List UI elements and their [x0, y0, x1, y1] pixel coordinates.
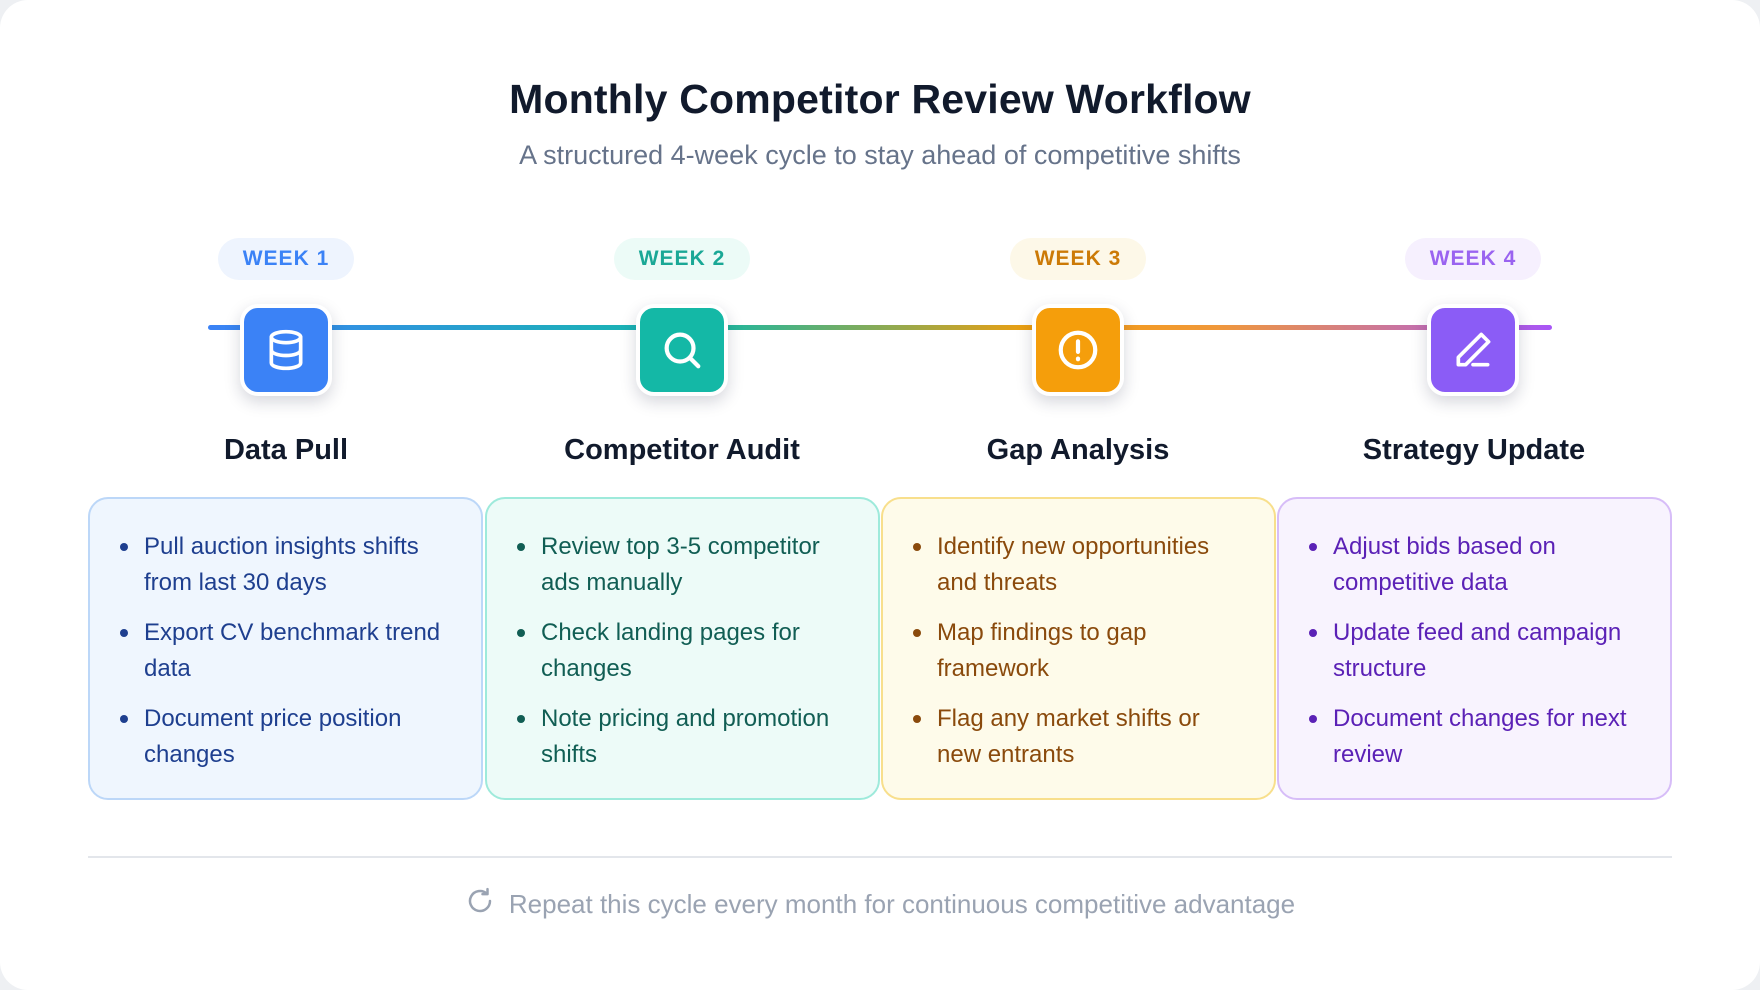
- step-title-strategy-update: Strategy Update: [1362, 434, 1586, 466]
- list-item: Review top 3-5 competitor ads manually: [517, 529, 854, 601]
- list-item: Note pricing and promotion shifts: [517, 701, 854, 773]
- week-badge-4: WEEK 4: [1405, 238, 1541, 280]
- panel-week-3: Identify new opportunities and threats M…: [881, 497, 1276, 800]
- refresh-icon: [465, 886, 495, 923]
- footer-text: Repeat this cycle every month for contin…: [508, 889, 1296, 919]
- week-badge-2: WEEK 2: [614, 238, 750, 280]
- week-badge-1: WEEK 1: [218, 238, 354, 280]
- timeline-connector: [208, 325, 1552, 330]
- alert-circle-icon: [1032, 304, 1124, 396]
- step-title-data-pull: Data Pull: [223, 434, 349, 466]
- list-item: Adjust bids based on competitive data: [1309, 529, 1646, 601]
- page-title: Monthly Competitor Review Workflow: [509, 76, 1251, 122]
- database-icon: [240, 304, 332, 396]
- list-item: Pull auction insights shifts from last 3…: [120, 529, 457, 601]
- panel-week-1: Pull auction insights shifts from last 3…: [88, 497, 483, 800]
- panel-week-2: Review top 3-5 competitor ads manually C…: [485, 497, 880, 800]
- list-item: Flag any market shifts or new entrants: [913, 701, 1250, 773]
- list-item: Check landing pages for changes: [517, 615, 854, 687]
- list-item: Export CV benchmark trend data: [120, 615, 457, 687]
- page-subtitle: A structured 4-week cycle to stay ahead …: [519, 140, 1241, 170]
- footer-note: Repeat this cycle every month for contin…: [0, 886, 1760, 923]
- step-title-competitor-audit: Competitor Audit: [564, 434, 800, 466]
- pencil-icon: [1427, 304, 1519, 396]
- list-item: Map findings to gap framework: [913, 615, 1250, 687]
- step-title-gap-analysis: Gap Analysis: [986, 434, 1170, 466]
- search-icon: [636, 304, 728, 396]
- panel-week-4: Adjust bids based on competitive data Up…: [1277, 497, 1672, 800]
- list-item: Document changes for next review: [1309, 701, 1646, 773]
- list-item: Update feed and campaign structure: [1309, 615, 1646, 687]
- list-item: Identify new opportunities and threats: [913, 529, 1250, 601]
- week-badge-3: WEEK 3: [1010, 238, 1146, 280]
- list-item: Document price position changes: [120, 701, 457, 773]
- footer-divider: [88, 856, 1672, 858]
